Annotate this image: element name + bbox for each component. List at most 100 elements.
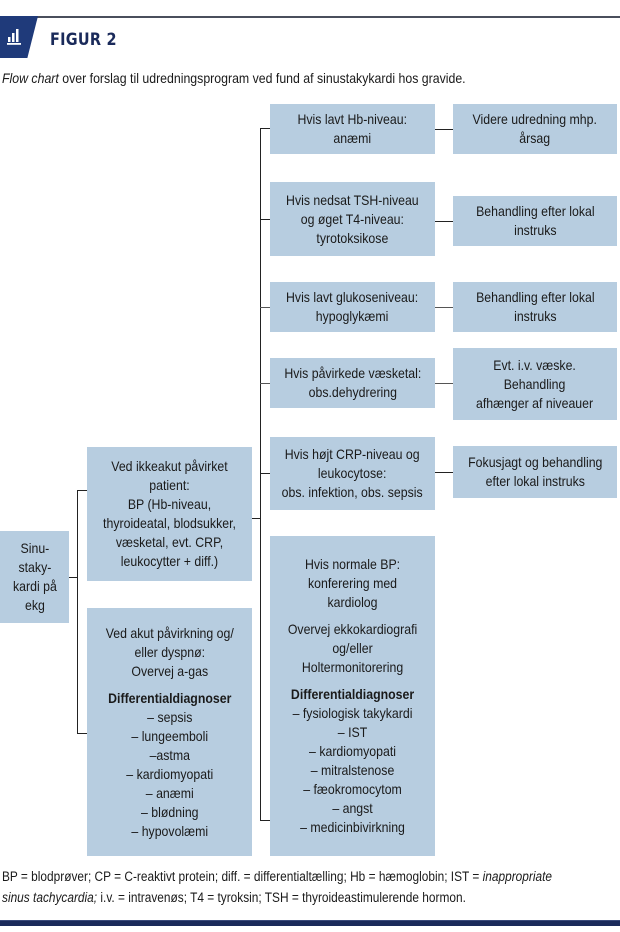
action-box-iv-fluid: Evt. i.v. væske. Behandling afhænger af … bbox=[453, 348, 617, 420]
acute-differential-item: – blødning bbox=[140, 803, 199, 820]
action-line: Fokusjagt og behandling bbox=[467, 454, 603, 470]
bottom-rule bbox=[0, 920, 620, 926]
acute-intro-line: Ved akut påvirkning og/ bbox=[105, 624, 234, 641]
action-line: Videre udredning mhp. bbox=[472, 111, 598, 127]
non-acute-line: BP (Hb-niveau, bbox=[127, 496, 212, 512]
footnote-text: i.v. = intravenøs; T4 = tyroksin; TSH = … bbox=[97, 890, 466, 905]
connector-right-vertical bbox=[260, 128, 261, 821]
action-line: Behandling efter lokal bbox=[475, 289, 595, 305]
start-line: Sinu- bbox=[20, 540, 49, 556]
normal-consider-line: Overvej ekkokardiografi bbox=[287, 621, 418, 637]
connector-to-normal bbox=[260, 820, 270, 821]
connector-left-vertical bbox=[77, 490, 78, 734]
condition-line: leukocytose: bbox=[318, 465, 387, 481]
normal-differential-item: – fæokromocytom bbox=[303, 781, 402, 797]
acute-differential-item: – hypovolæmi bbox=[131, 822, 208, 839]
figure-subtitle: Flow chart over forslag til udredningspr… bbox=[2, 70, 466, 86]
normal-bp-box: Hvis normale BP: konferering med kardiol… bbox=[270, 536, 435, 856]
condition-line: Hvis lavt glukoseniveau: bbox=[286, 289, 419, 305]
condition-line: tyrotoksikose bbox=[316, 229, 389, 246]
condition-line: hypoglykæmi bbox=[316, 308, 389, 324]
connector-to-cond-4 bbox=[260, 383, 270, 384]
normal-consider-line: og/eller bbox=[332, 640, 373, 656]
connector-cond-4-action bbox=[435, 383, 453, 384]
header-rule bbox=[35, 16, 620, 18]
start-box-sinustachycardia: Sinu- staky- kardi på ekg bbox=[0, 531, 69, 623]
action-box-local-treatment-hypo: Behandling efter lokal instruks bbox=[453, 282, 617, 332]
condition-line: anæmi bbox=[333, 130, 372, 146]
non-acute-line: leukocytter + diff.) bbox=[120, 553, 219, 569]
condition-line: Hvis højt CRP-niveau og bbox=[285, 446, 420, 462]
action-box-focus-search: Fokusjagt og behandling efter lokal inst… bbox=[453, 446, 617, 498]
acute-intro-line: eller dyspnø: bbox=[134, 643, 205, 660]
normal-consider-line: Holtermonitorering bbox=[301, 659, 404, 675]
condition-line: Hvis nedsat TSH-niveau bbox=[286, 191, 419, 208]
connector-to-acute bbox=[77, 733, 87, 734]
action-line: efter lokal instruks bbox=[485, 473, 585, 489]
acute-differential-item: – anæmi bbox=[145, 784, 194, 801]
acute-differential-heading: Differentialdiagnoser bbox=[107, 689, 232, 706]
normal-differential-item: – mitralstenose bbox=[310, 762, 395, 778]
figure-label: FIGUR 2 bbox=[50, 30, 117, 50]
connector-to-cond-1 bbox=[260, 128, 270, 129]
acute-differential-item: – sepsis bbox=[146, 708, 193, 725]
action-line: årsag bbox=[519, 130, 551, 146]
bar-chart-icon bbox=[7, 29, 21, 45]
connector-to-cond-2 bbox=[260, 219, 270, 220]
non-acute-patient-box: Ved ikkeakut påvirket patient: BP (Hb-ni… bbox=[87, 447, 252, 581]
normal-differential-item: – kardiomyopati bbox=[309, 743, 396, 759]
acute-differential-item: – lungeemboli bbox=[131, 727, 208, 744]
non-acute-line: patient: bbox=[149, 477, 190, 493]
subtitle-text: over forslag til udredningsprogram ved f… bbox=[58, 70, 466, 86]
action-line: afhænger af niveauer bbox=[476, 394, 594, 411]
subtitle-italic: Flow chart bbox=[2, 70, 59, 86]
condition-line: Hvis påvirkede væsketal: bbox=[284, 365, 421, 381]
connector-cond-5-action bbox=[435, 472, 453, 473]
normal-differential-heading: Differentialdiagnoser bbox=[290, 686, 415, 702]
normal-intro-line: Hvis normale BP: bbox=[304, 556, 401, 572]
action-box-further-investigation: Videre udredning mhp. årsag bbox=[453, 104, 617, 154]
action-line: Behandling efter lokal bbox=[475, 203, 595, 219]
condition-box-dehydration: Hvis påvirkede væsketal: obs.dehydrering bbox=[270, 358, 435, 408]
action-line: Evt. i.v. væske. bbox=[493, 356, 577, 373]
condition-line: obs. infektion, obs. sepsis bbox=[281, 484, 424, 500]
connector-cond-2-action bbox=[435, 221, 453, 222]
normal-differential-item: – fysiologisk takykardi bbox=[292, 705, 413, 721]
start-line: kardi på bbox=[12, 578, 57, 594]
acute-differential-item: – kardiomyopati bbox=[126, 765, 213, 782]
connector-to-cond-5 bbox=[260, 473, 270, 474]
connector-to-non-acute bbox=[77, 490, 87, 491]
normal-differential-item: – IST bbox=[337, 724, 368, 740]
connector-cond-1-action bbox=[435, 129, 453, 130]
connector-start-to-branch bbox=[69, 577, 78, 578]
normal-differential-item: – medicinbivirkning bbox=[300, 819, 405, 835]
action-line: instruks bbox=[513, 222, 557, 238]
action-box-local-treatment-thyro: Behandling efter lokal instruks bbox=[453, 196, 617, 246]
condition-box-hypoglycemia: Hvis lavt glukoseniveau: hypoglykæmi bbox=[270, 282, 435, 332]
start-line: ekg bbox=[24, 597, 45, 613]
normal-differential-item: – angst bbox=[332, 800, 373, 816]
footnote-italic: sinus tachycardia; bbox=[2, 890, 98, 905]
connector-cond-3-action bbox=[435, 307, 453, 308]
non-acute-line: væsketal, evt. CRP, bbox=[115, 534, 224, 550]
condition-line: Hvis lavt Hb-niveau: bbox=[297, 111, 408, 127]
acute-intro-line: Overvej a-gas bbox=[131, 662, 208, 679]
connector-to-cond-3 bbox=[260, 307, 270, 308]
figure-badge bbox=[0, 16, 38, 58]
condition-box-infection: Hvis højt CRP-niveau og leukocytose: obs… bbox=[270, 437, 435, 510]
figure-footnote: BP = blodprøver; CP = C-reaktivt protein… bbox=[2, 866, 552, 908]
non-acute-line: thyroideatal, blodsukker, bbox=[103, 515, 236, 531]
condition-box-thyrotoxicosis: Hvis nedsat TSH-niveau og øget T4-niveau… bbox=[270, 182, 435, 256]
condition-box-anemia: Hvis lavt Hb-niveau: anæmi bbox=[270, 104, 435, 154]
acute-differential-item: –astma bbox=[149, 746, 190, 763]
condition-line: og øget T4-niveau: bbox=[300, 210, 405, 227]
condition-line: obs.dehydrering bbox=[308, 384, 397, 400]
acute-patient-box: Ved akut påvirkning og/ eller dyspnø: Ov… bbox=[87, 608, 252, 856]
start-line: staky- bbox=[18, 559, 51, 575]
normal-intro-line: konferering med bbox=[307, 575, 398, 591]
footnote-italic: inappropriate bbox=[482, 869, 552, 884]
connector-non-acute-to-right bbox=[252, 518, 261, 519]
footnote-text: BP = blodprøver; CP = C-reaktivt protein… bbox=[2, 869, 483, 884]
action-line: instruks bbox=[513, 308, 557, 324]
non-acute-line: Ved ikkeakut påvirket bbox=[111, 458, 228, 474]
